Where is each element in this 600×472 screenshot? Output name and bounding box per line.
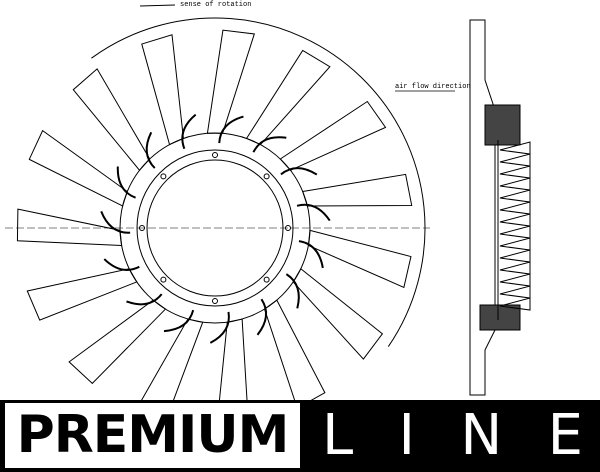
bolt-hole: [212, 298, 218, 304]
stiffener-rib: [296, 203, 331, 222]
fan-blade: [26, 268, 138, 321]
fan-blade: [302, 173, 413, 207]
stiffener-rib: [285, 273, 300, 309]
rotation-arrow: [139, 4, 176, 7]
bolt-hole: [212, 152, 218, 158]
bolt-hole: [263, 276, 270, 283]
line-letter: I: [398, 403, 416, 468]
side-blade-section: [499, 225, 531, 239]
airflow-label: air flow direction: [395, 83, 471, 91]
stiffener-rib: [256, 298, 268, 336]
fan-blade: [307, 229, 412, 289]
fan-blade: [279, 100, 387, 171]
stiffener-rib: [145, 131, 156, 169]
fan-side-view: [469, 19, 531, 396]
bolt-hole: [160, 173, 167, 180]
side-blade-section: [499, 189, 531, 203]
fan-blade: [263, 299, 326, 400]
hub-ring-circle: [136, 149, 294, 307]
hub-outer-circle: [119, 132, 311, 324]
stiffener-rib: [252, 136, 287, 153]
fan-technical-drawing: [5, 4, 531, 400]
stiffener-rib: [298, 240, 324, 269]
side-blade-section: [499, 237, 531, 251]
stiffener-rib: [209, 311, 230, 344]
side-blade-section: [499, 249, 531, 263]
stiffener-rib: [126, 293, 163, 306]
fan-blade: [206, 29, 255, 134]
side-blade-section: [499, 177, 531, 191]
hub-bore-circle: [146, 159, 284, 297]
side-blade-section: [499, 273, 531, 287]
line-text: L I N E: [310, 403, 595, 468]
stiffener-rib: [218, 115, 244, 144]
line-letter: L: [322, 403, 354, 468]
stiffener-rib: [181, 113, 197, 150]
premium-text: PREMIUM: [5, 403, 300, 468]
bolt-hole: [139, 225, 145, 231]
side-blade-section: [499, 297, 531, 311]
side-blade-section: [499, 213, 531, 227]
fan-blade: [141, 34, 184, 146]
line-letter: E: [547, 403, 583, 468]
side-blade-section: [499, 165, 531, 179]
fan-blade: [68, 299, 167, 385]
rotation-label: sense of rotation: [180, 1, 252, 9]
stiffener-rib: [103, 258, 140, 271]
fan-front-view: [5, 17, 430, 400]
bolt-hole: [263, 173, 270, 180]
side-blade-section: [499, 201, 531, 215]
fan-blade: [245, 49, 331, 146]
line-letter: N: [460, 403, 503, 468]
stiffener-rib: [280, 167, 318, 176]
stiffener-rib: [163, 309, 195, 333]
fan-blade: [218, 318, 248, 400]
stiffener-rib: [116, 166, 136, 199]
fan-blade: [292, 268, 384, 360]
side-blade-section: [499, 141, 531, 155]
bolt-hole: [160, 276, 167, 283]
side-profile: [469, 19, 496, 396]
side-hub-section: [479, 304, 521, 331]
side-hub-section: [484, 104, 521, 146]
fan-blade: [72, 68, 151, 172]
fan-blade: [28, 129, 128, 207]
fan-blade: [16, 208, 123, 246]
side-blade-section: [499, 261, 531, 275]
outer-ring-arc: [91, 17, 426, 347]
bolt-hole: [285, 225, 291, 231]
premium-line-banner: PREMIUM L I N E: [0, 400, 600, 472]
side-blade-section: [499, 285, 531, 299]
side-blade-section: [499, 153, 531, 167]
stiffener-rib: [100, 210, 131, 234]
